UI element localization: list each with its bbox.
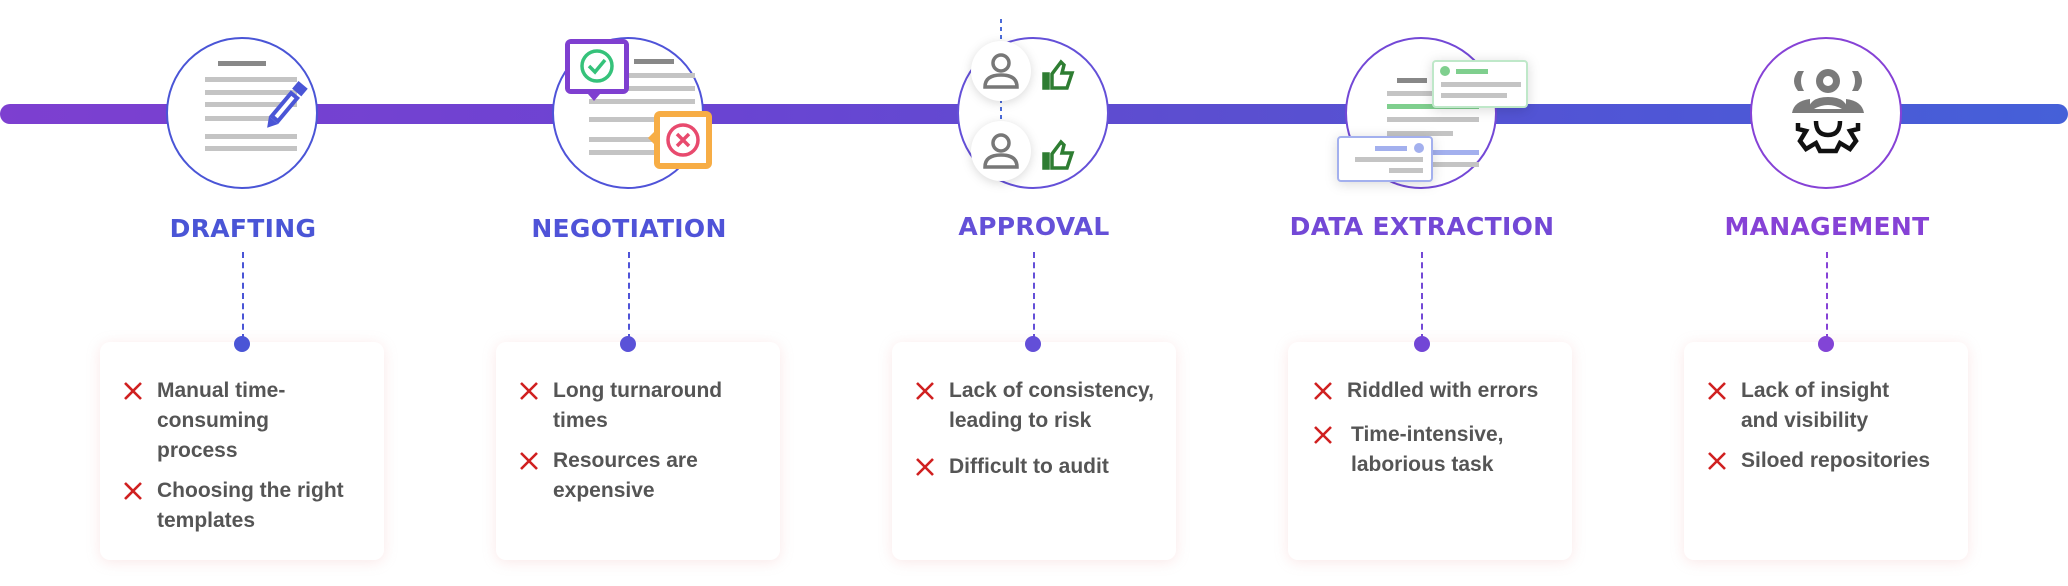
data-card-blue <box>1337 136 1433 182</box>
stage-title: APPROVAL <box>958 212 1110 241</box>
gear <box>1795 120 1861 154</box>
reject-bubble <box>648 111 712 169</box>
users-group <box>1792 69 1864 113</box>
x-icon <box>124 382 142 400</box>
stage-negotiation: NEGOTIATION Long turnaround times Resour… <box>479 0 780 586</box>
connector-dot <box>1025 336 1041 352</box>
connector-dot <box>234 336 250 352</box>
stage-title: NEGOTIATION <box>531 214 727 243</box>
stage-drafting: DRAFTING Manual time-consuming process C… <box>93 0 393 586</box>
thumbs-up-1 <box>1042 59 1075 90</box>
item-text: Riddled with errors <box>1347 379 1539 402</box>
stage-circle <box>1337 37 1528 189</box>
connector-dot <box>1414 336 1430 352</box>
stage-circle <box>166 37 318 189</box>
item-text: Lack of insight and visibility <box>1741 379 1890 432</box>
document-approve-reject-icon <box>565 39 712 169</box>
dashed-connector <box>1033 252 1035 340</box>
list-item: Lack of insight and visibility <box>1706 376 1950 436</box>
list-item: Lack of consistency, leading to risk <box>914 376 1158 436</box>
x-icon <box>520 382 538 400</box>
item-text: Resources are expensive <box>553 449 698 502</box>
list-item: Siloed repositories <box>1706 446 1950 476</box>
dashed-connector <box>628 252 630 340</box>
x-icon <box>916 458 934 476</box>
x-icon <box>124 482 142 500</box>
list-item: Long turnaround times <box>518 376 762 436</box>
stage-title: DATA EXTRACTION <box>1289 212 1555 241</box>
thumbs-up-2 <box>1042 139 1075 170</box>
dashed-connector <box>242 252 244 340</box>
item-text: Choosing the right templates <box>157 479 344 532</box>
list-item: Resources are expensive <box>518 446 762 506</box>
stage-title: MANAGEMENT <box>1724 212 1930 241</box>
pain-points-card: Long turnaround times Resources are expe… <box>496 336 780 560</box>
x-icon <box>1708 452 1726 470</box>
list-item: Choosing the right templates <box>122 476 366 536</box>
pain-points-card: Manual time-consuming process Choosing t… <box>100 336 384 560</box>
x-icon <box>520 452 538 470</box>
x-icon <box>916 382 934 400</box>
connector-dot <box>620 336 636 352</box>
x-icon <box>1314 426 1332 444</box>
users-gear-icon <box>1792 69 1864 154</box>
users-thumbs-up-icon <box>971 19 1075 181</box>
document-pencil-icon <box>205 61 308 151</box>
list-item: Manual time-consuming process <box>122 376 366 466</box>
stage-circle <box>552 37 712 189</box>
dashed-connector <box>1826 252 1828 340</box>
list-item: Difficult to audit <box>914 452 1158 482</box>
x-icon <box>1314 382 1332 400</box>
stage-title: DRAFTING <box>169 214 317 243</box>
stage-circle <box>957 19 1109 189</box>
connector-dot <box>1818 336 1834 352</box>
stage-circle <box>1750 37 1902 189</box>
item-text: Time-intensive, laborious task <box>1351 423 1504 476</box>
stage-data-extraction: DATA EXTRACTION Riddled with errors Time… <box>1272 0 1572 586</box>
approve-bubble <box>565 39 629 101</box>
stage-management: MANAGEMENT Lack of insight and visibilit… <box>1677 0 1977 586</box>
item-text: Lack of consistency, leading to risk <box>949 379 1155 432</box>
list-item: Time-intensive, laborious task <box>1312 420 1554 480</box>
stage-approval: APPROVAL Lack of consistency, leading to… <box>884 0 1184 586</box>
data-card-green <box>1432 60 1528 108</box>
x-icon <box>1708 382 1726 400</box>
pain-points-card: Lack of consistency, leading to risk Dif… <box>892 336 1176 560</box>
user-approver-1 <box>971 41 1031 101</box>
item-text: Siloed repositories <box>1741 449 1931 472</box>
pain-points-card: Riddled with errors Time-intensive, labo… <box>1288 336 1572 560</box>
item-text: Manual time-consuming process <box>157 379 286 462</box>
pain-points-card: Lack of insight and visibility Siloed re… <box>1684 336 1968 560</box>
document-data-cards-icon <box>1337 60 1528 182</box>
item-text: Long turnaround times <box>553 379 723 432</box>
item-text: Difficult to audit <box>949 455 1109 478</box>
dashed-connector <box>1421 252 1423 340</box>
user-approver-2 <box>971 121 1031 181</box>
list-item: Riddled with errors <box>1312 376 1554 406</box>
